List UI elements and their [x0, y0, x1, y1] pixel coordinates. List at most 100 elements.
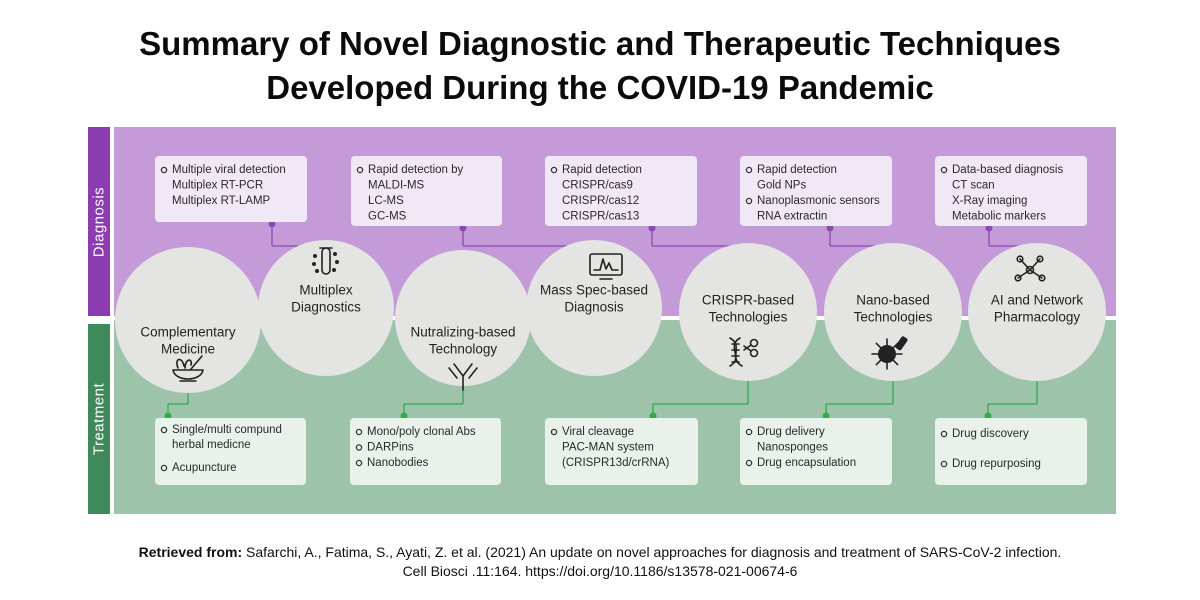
diagnosis-box-line: Multiple viral detection: [172, 164, 286, 176]
citation-label: Retrieved from:: [138, 544, 243, 560]
diagnosis-box-line: CRISPR/cas9: [562, 180, 633, 192]
diagnosis-side-bar: [88, 127, 110, 316]
treatment-box-line: Nanosponges: [757, 442, 828, 454]
treatment-connector-dot: [984, 412, 992, 420]
treatment-connector-dot: [649, 412, 657, 420]
bullet-icon: [940, 430, 948, 438]
diagnosis-box-bg: [155, 156, 307, 222]
circle-bg: [526, 240, 662, 376]
circle-bg: [824, 243, 962, 381]
dna-scissors-icon: [729, 337, 759, 367]
treatment-box-bg: [545, 418, 698, 485]
bullet-icon: [356, 166, 364, 174]
diagnosis-box-line: Data-based diagnosis: [952, 164, 1063, 176]
diagnosis-box-crispr: Rapid detectionCRISPR/cas9CRISPR/cas12CR…: [545, 156, 697, 226]
citation-line-1: Retrieved from: Safarchi, A., Fatima, S.…: [0, 543, 1200, 562]
diagnosis-box-line: Nanoplasmonic sensors: [757, 195, 880, 207]
circle-label: Diagnosis: [564, 300, 624, 315]
diagnosis-box-line: CRISPR/cas12: [562, 195, 639, 207]
diagnosis-connector-dot: [985, 224, 993, 232]
diagnosis-connector-dot: [268, 220, 276, 228]
bullet-icon: [745, 428, 753, 436]
diagnosis-box-line: Multiplex RT-PCR: [172, 180, 263, 192]
diagnosis-label: Diagnosis: [91, 187, 108, 257]
bullet-icon: [160, 166, 168, 174]
circle-bg: [115, 247, 261, 393]
diagnosis-box-line: LC-MS: [368, 195, 404, 207]
circle-label: AI and Network: [991, 293, 1084, 308]
circle-bg: [258, 240, 394, 376]
diagnosis-box-line: RNA extractin: [757, 211, 827, 223]
treatment-box-line: DARPins: [367, 442, 414, 454]
bullet-icon: [355, 428, 363, 436]
circle-label: Technologies: [854, 310, 933, 325]
diagnosis-box-bg: [740, 156, 892, 226]
mortar-herbs-icon: [172, 355, 204, 382]
diagnosis-connector-dot: [459, 224, 467, 232]
circle-label: Multiplex: [299, 283, 353, 298]
bullet-icon: [355, 444, 363, 451]
diagnosis-connector-dot: [826, 224, 834, 232]
bullet-icon: [160, 426, 168, 434]
treatment-box-line: Mono/poly clonal Abs: [367, 426, 476, 438]
treatment-connector-dot: [400, 412, 408, 420]
circle-bg: [679, 243, 817, 381]
diagnosis-box-line: X-Ray imaging: [952, 195, 1027, 207]
bullet-icon: [940, 460, 948, 468]
circle-bg: [968, 243, 1106, 381]
treatment-box-line: PAC-MAN system: [562, 442, 654, 454]
circle-label: Complementary: [140, 325, 236, 340]
bullet-icon: [550, 428, 558, 436]
antibody-icon: [448, 363, 478, 391]
treatment-box-bg: [350, 418, 501, 485]
bullet-icon: [355, 459, 363, 467]
spectrum-monitor-icon: [589, 253, 623, 280]
citation: Retrieved from: Safarchi, A., Fatima, S.…: [0, 543, 1200, 581]
treatment-connector-dot: [822, 412, 830, 420]
diagnosis-box-line: Gold NPs: [757, 180, 806, 192]
treatment-box-line: Drug delivery: [757, 426, 825, 438]
network-icon: [1014, 255, 1046, 282]
circle-label: Pharmacology: [994, 310, 1081, 325]
treatment-box-line: herbal medicne: [172, 439, 251, 451]
circle-bg: [395, 250, 531, 386]
bullet-icon: [160, 464, 168, 472]
diagnosis-box-line: MALDI-MS: [368, 180, 425, 192]
title-line-1: Summary of Novel Diagnostic and Therapeu…: [139, 25, 1061, 62]
treatment-box-line: Drug discovery: [952, 428, 1029, 440]
treatment-box-line: Viral cleavage: [562, 426, 634, 438]
circle-label: Diagnostics: [291, 300, 361, 315]
treatment-box-line: Nanobodies: [367, 457, 429, 469]
circle-label: Nano-based: [856, 293, 930, 308]
diagnosis-box-line: Multiplex RT-LAMP: [172, 195, 271, 207]
page-title: Summary of Novel Diagnostic and Therapeu…: [0, 22, 1200, 110]
circle-label: Technologies: [709, 310, 788, 325]
diagnosis-box-line: GC-MS: [368, 211, 407, 223]
treatment-box-line: Drug encapsulation: [757, 457, 856, 469]
treatment-box-bg: [155, 418, 306, 485]
circle-label: Medicine: [161, 342, 215, 357]
treatment-connector-dot: [164, 412, 172, 420]
diagnosis-box-bg: [351, 156, 502, 226]
treatment-box-bg: [935, 418, 1087, 485]
diagnosis-box-bg: [545, 156, 697, 226]
treatment-box-bg: [740, 418, 892, 485]
diagnosis-box-line: Rapid detection: [757, 164, 837, 176]
treatment-box-line: Single/multi compund: [172, 424, 282, 436]
test-tube-icon: [312, 247, 339, 275]
